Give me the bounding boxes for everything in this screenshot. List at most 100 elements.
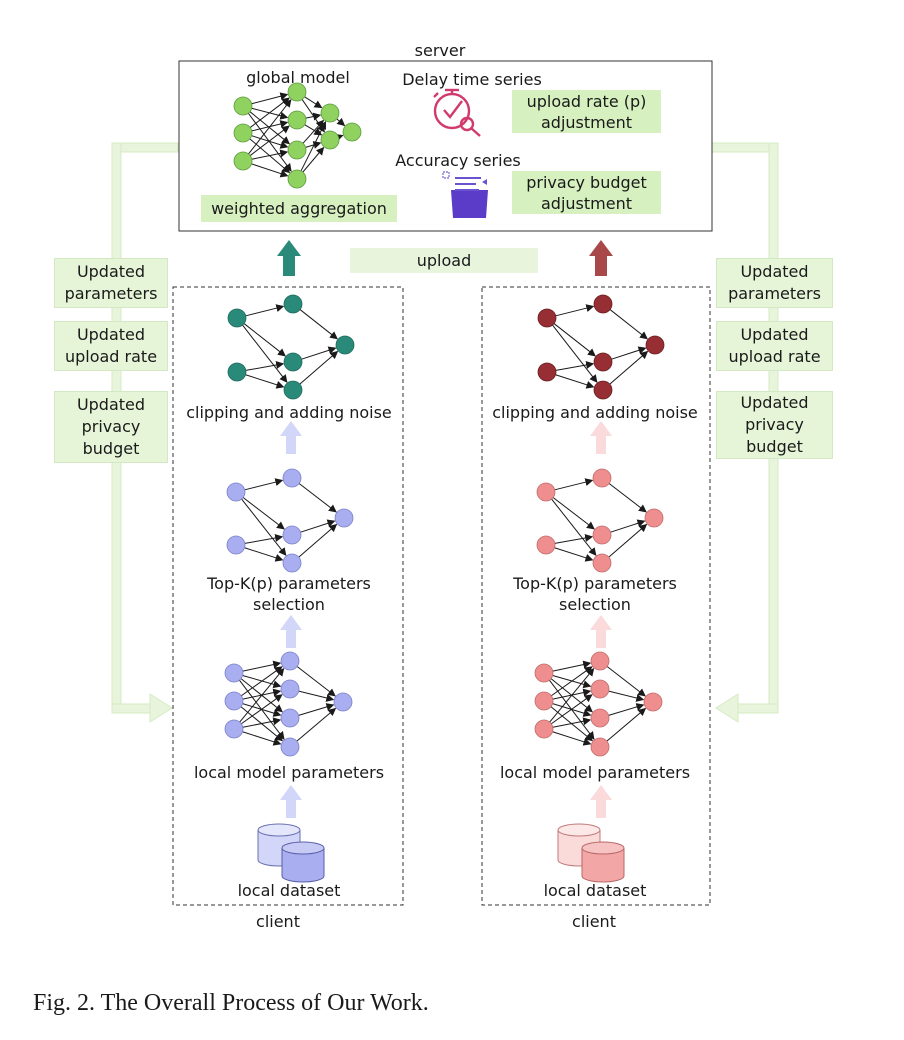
- network-node: [287, 82, 307, 102]
- right-updated-parameters: Updated parameters: [716, 258, 833, 308]
- network-edge: [305, 141, 322, 149]
- global-model-label: global model: [246, 68, 350, 87]
- network-edge: [248, 99, 292, 155]
- network-node: [334, 508, 354, 528]
- network-node: [320, 103, 340, 123]
- network-node: [227, 308, 247, 328]
- network-node: [333, 692, 353, 712]
- network-node: [280, 679, 300, 699]
- network-edge: [611, 346, 647, 360]
- network-node: [335, 335, 355, 355]
- network-edge: [249, 125, 290, 156]
- network-edge: [555, 374, 595, 389]
- figure-caption: Fig. 2. The Overall Process of Our Work.: [33, 990, 429, 1016]
- network-node: [233, 123, 253, 143]
- server-title: server: [414, 41, 466, 60]
- left-noise-network: [227, 294, 355, 400]
- network-edge: [608, 703, 645, 716]
- network-edge: [551, 498, 597, 556]
- network-edge: [245, 361, 285, 371]
- network-node: [534, 719, 554, 739]
- network-node: [645, 335, 665, 355]
- network-edge: [241, 498, 287, 556]
- network-node: [644, 508, 664, 528]
- network-node: [280, 651, 300, 671]
- network-edge: [301, 346, 337, 360]
- network-node: [592, 468, 612, 488]
- left-noise-label: clipping and adding noise: [186, 403, 392, 422]
- network-node: [226, 482, 246, 502]
- network-edge: [251, 149, 289, 160]
- network-edge: [553, 323, 596, 357]
- left-topk-network: [226, 468, 354, 573]
- network-edge: [305, 112, 322, 121]
- delay-series-label: Delay time series: [402, 70, 542, 89]
- network-edge: [552, 731, 592, 746]
- network-edge: [251, 92, 289, 105]
- network-node: [593, 294, 613, 314]
- network-edge: [609, 309, 648, 340]
- network-edge: [299, 309, 338, 340]
- network-edge: [551, 666, 593, 697]
- network-edge: [606, 707, 647, 742]
- network-node: [280, 737, 300, 757]
- left-local-network: [224, 651, 353, 757]
- network-edge: [608, 523, 648, 558]
- network-node: [282, 468, 302, 488]
- network-node: [592, 553, 612, 573]
- left-client-label: client: [256, 912, 300, 931]
- network-edge: [298, 703, 335, 716]
- network-edge: [249, 97, 290, 128]
- network-edge: [251, 163, 289, 178]
- right-dataset-label: local dataset: [543, 881, 647, 900]
- network-edge: [239, 667, 285, 723]
- upload-rate-adjustment: upload rate (p) adjustment: [512, 90, 661, 133]
- upload-label: upload: [416, 251, 472, 270]
- network-node: [593, 352, 613, 372]
- network-node: [320, 130, 340, 150]
- network-edge: [242, 497, 285, 530]
- network-edge: [245, 304, 285, 317]
- network-node: [534, 663, 554, 683]
- network-node: [536, 535, 556, 555]
- network-edge: [606, 666, 646, 697]
- right-noise-label: clipping and adding noise: [492, 403, 698, 422]
- network-node: [283, 352, 303, 372]
- network-edge: [242, 660, 282, 672]
- right-client-label: client: [572, 912, 616, 931]
- network-edge: [554, 547, 594, 562]
- network-edge: [549, 667, 595, 723]
- network-node: [590, 679, 610, 699]
- network-edge: [244, 478, 284, 491]
- network-node: [536, 482, 556, 502]
- left-updated-privacy-budget: Updated privacy budget: [54, 391, 168, 463]
- left-upload-arrow: [277, 240, 301, 276]
- network-node: [282, 525, 302, 545]
- network-edge: [242, 324, 288, 383]
- network-edge: [296, 666, 336, 697]
- network-edge: [242, 731, 282, 746]
- left-step-arrows: [280, 421, 302, 818]
- network-edge: [552, 717, 592, 728]
- network-node: [226, 535, 246, 555]
- network-edge: [300, 519, 336, 533]
- right-local-params-label: local model parameters: [499, 763, 691, 782]
- network-edge: [551, 694, 593, 725]
- privacy-budget-adjustment: privacy budget adjustment: [512, 171, 661, 214]
- right-local-network: [534, 651, 663, 757]
- network-edge: [296, 707, 337, 742]
- network-node: [233, 96, 253, 116]
- network-node: [593, 380, 613, 400]
- left-topk-label: Top-K(p) parameters selection: [207, 574, 371, 614]
- network-edge: [304, 96, 323, 109]
- network-edge: [302, 146, 325, 173]
- right-updated-upload-rate: Updated upload rate: [716, 321, 833, 371]
- network-node: [537, 362, 557, 382]
- network-node: [590, 708, 610, 728]
- network-node: [287, 169, 307, 189]
- network-node: [590, 651, 610, 671]
- right-step-arrows: [590, 421, 612, 818]
- weighted-aggregation: weighted aggregation: [201, 195, 397, 222]
- network-edge: [608, 483, 647, 513]
